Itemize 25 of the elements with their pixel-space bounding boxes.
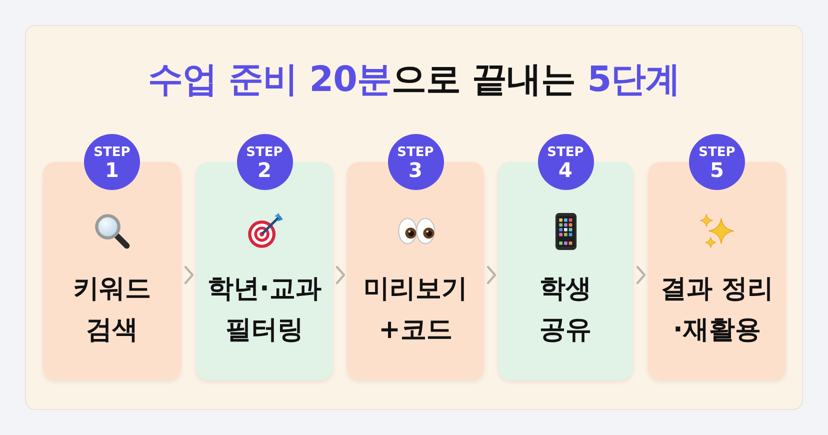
step-card (43, 162, 181, 380)
chevron-arrow (486, 266, 496, 284)
step-label: STEP (94, 146, 130, 160)
step-number: 5 (710, 160, 724, 181)
step-card (648, 162, 786, 380)
step-number: 3 (408, 160, 422, 181)
step-card (347, 162, 484, 380)
title: 수업 준비 20분으로 끝내는 5단계 (148, 59, 680, 102)
step-number: 1 (105, 160, 119, 181)
step-card (196, 162, 333, 380)
step-number: 2 (258, 160, 272, 181)
chevron-arrow (636, 266, 646, 284)
step-label: STEP (698, 146, 736, 160)
step-text: 학생 공유 (538, 273, 592, 347)
chevron-arrow (184, 266, 194, 284)
step-number: 4 (558, 160, 572, 181)
chevron-arrow (336, 266, 346, 284)
step-label: STEP (547, 146, 584, 160)
step-label: STEP (397, 146, 434, 160)
step-card (498, 162, 633, 380)
step-text: 결과 정리 ·재활용 (659, 273, 775, 347)
step-label: STEP (246, 146, 283, 160)
step-text: 키워드 검색 (72, 273, 152, 347)
step-text: 미리보기 +코드 (362, 273, 468, 347)
step-text: 학년·교과 필터링 (206, 273, 322, 347)
